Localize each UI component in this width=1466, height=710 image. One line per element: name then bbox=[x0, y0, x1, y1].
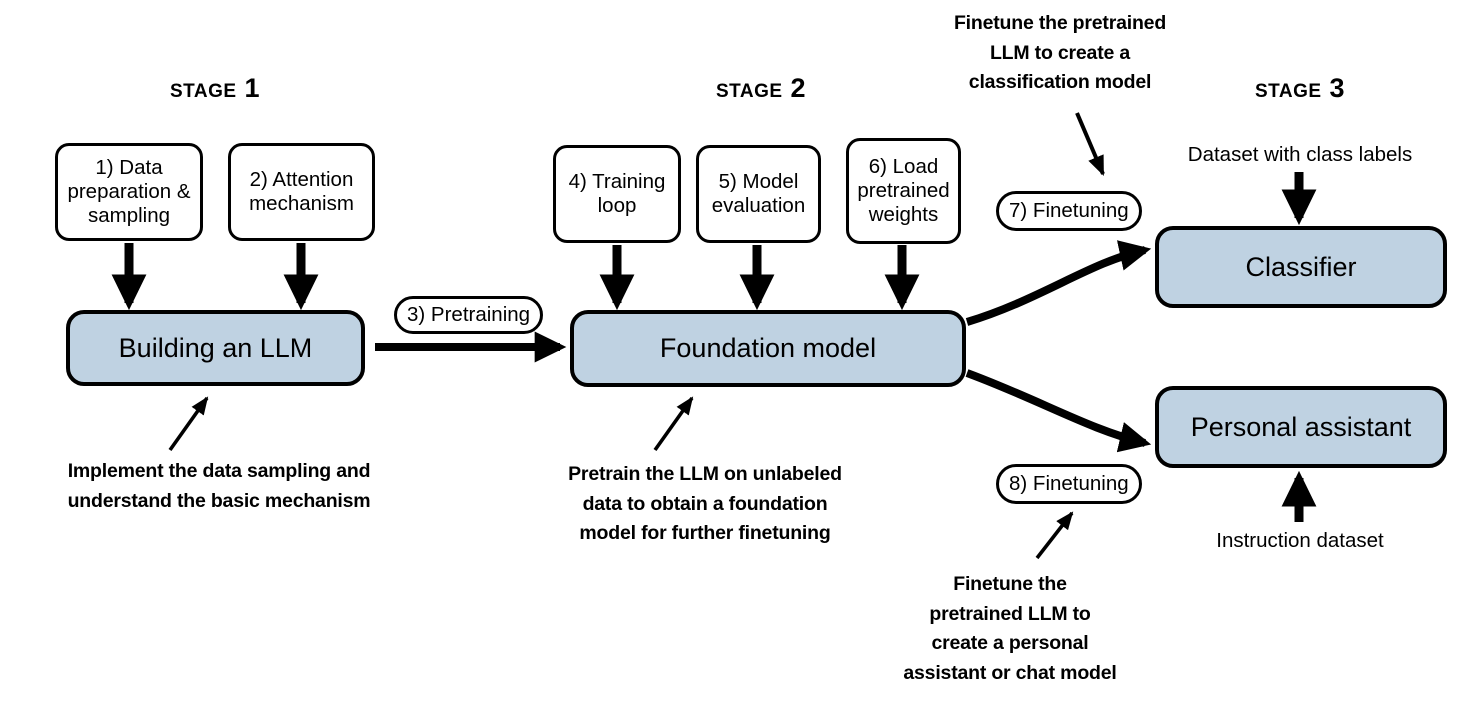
pill-pretraining[interactable]: 3) Pretraining bbox=[394, 296, 544, 334]
pill-finetuning-assistant[interactable]: 8) Finetuning bbox=[996, 464, 1142, 504]
caption-stage2: Pretrain the LLM on unlabeled data to ob… bbox=[540, 460, 870, 549]
pill-finetuning-classifier[interactable]: 7) Finetuning bbox=[996, 191, 1142, 231]
caption-classification-line-1: Finetune the pretrained bbox=[953, 12, 1167, 34]
caption-assistant-line-3: create a personal bbox=[931, 632, 1089, 655]
model-box-classifier[interactable]: Classifier bbox=[1155, 226, 1447, 308]
caption-assistant: Finetune the pretrained LLM to create a … bbox=[880, 570, 1140, 689]
model-box-building-an-llm[interactable]: Building an LLM bbox=[66, 310, 365, 386]
caption-stage1: Implement the data sampling and understa… bbox=[39, 457, 399, 516]
step-box-training-loop[interactable]: 4) Training loop bbox=[553, 145, 681, 243]
caption-classification-line-3: classification model bbox=[968, 71, 1152, 94]
arrow-classification-caption bbox=[1075, 112, 1105, 177]
stage-title-1: Stage 1 bbox=[169, 73, 261, 103]
arrow-foundation-to-classifier bbox=[965, 240, 1152, 326]
step-box-load-pretrained-weights[interactable]: 6) Load pretrained weights bbox=[846, 138, 961, 244]
caption-stage2-line-1: Pretrain the LLM on unlabeled bbox=[568, 463, 842, 485]
stage-title-2: Stage 2 bbox=[715, 73, 807, 103]
arrow-stage2-caption bbox=[653, 396, 694, 452]
label-instruction-dataset: Instruction dataset bbox=[1216, 529, 1384, 552]
caption-stage2-line-3: model for further finetuning bbox=[579, 522, 831, 545]
caption-stage2-line-2: data to obtain a foundation bbox=[582, 492, 828, 515]
caption-assistant-line-2: pretrained LLM to bbox=[929, 602, 1091, 625]
caption-classification-line-2: LLM to create a bbox=[989, 41, 1131, 64]
step-box-data-preparation[interactable]: 1) Data preparation & sampling bbox=[55, 143, 203, 241]
arrow-assistant-caption bbox=[1035, 511, 1074, 560]
stage-title-3: Stage 3 bbox=[1254, 73, 1346, 103]
step-box-model-evaluation[interactable]: 5) Model evaluation bbox=[696, 145, 821, 243]
model-box-personal-assistant[interactable]: Personal assistant bbox=[1155, 386, 1447, 468]
arrow-foundation-to-assistant bbox=[965, 369, 1152, 453]
caption-stage1-line-1: Implement the data sampling and bbox=[67, 460, 371, 482]
caption-assistant-line-1: Finetune the bbox=[953, 573, 1067, 595]
model-box-foundation-model[interactable]: Foundation model bbox=[570, 310, 966, 387]
step-box-attention-mechanism[interactable]: 2) Attention mechanism bbox=[228, 143, 375, 241]
caption-stage1-line-2: understand the basic mechanism bbox=[67, 489, 371, 512]
caption-assistant-line-4: assistant or chat model bbox=[903, 661, 1117, 684]
caption-classification: Finetune the pretrained LLM to create a … bbox=[920, 9, 1200, 98]
label-dataset-class-labels: Dataset with class labels bbox=[1187, 143, 1413, 166]
arrow-stage1-caption bbox=[168, 396, 209, 452]
